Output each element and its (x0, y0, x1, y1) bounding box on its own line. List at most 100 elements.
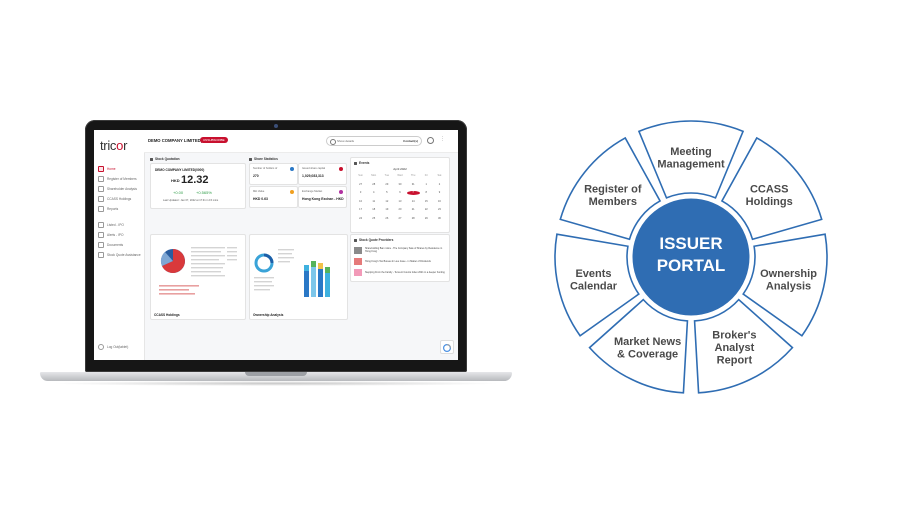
sidebar-item-label: Documents (107, 242, 124, 247)
wheel-segment[interactable]: Market News& Coverage (588, 298, 689, 394)
calendar-day[interactable]: 8 (425, 191, 427, 194)
ownership-card[interactable]: Ownership Analysis (249, 234, 348, 320)
nav-item-icon (98, 231, 104, 238)
calendar-day[interactable]: 2 (438, 182, 441, 186)
calendar-day[interactable]: 1 (425, 182, 427, 186)
ownership-label: Ownership Analysis (253, 313, 284, 317)
sidebar-item[interactable]: Register of Members (98, 174, 142, 183)
sidebar-item[interactable]: Documents (98, 240, 142, 249)
pie-chart (160, 249, 185, 273)
search-category-select[interactable]: Contact(s) (403, 139, 418, 143)
sidebar-item[interactable]: Home (98, 164, 142, 173)
news-item[interactable]: Hong Kong's Tax Bureau In Lieu Issue - i… (354, 256, 446, 266)
search-icon (330, 138, 336, 145)
search-input[interactable]: Show details Contact(s) (326, 136, 422, 146)
calendar-day[interactable]: 28 (372, 182, 376, 186)
calendar-day[interactable]: 24 (359, 216, 363, 220)
sidebar-item[interactable]: Alerts - IPO (98, 230, 142, 239)
calendar-day[interactable]: 3 (359, 191, 362, 194)
calendar-day[interactable]: 27 (398, 216, 402, 220)
sidebar-item[interactable]: Listed - IPO (98, 220, 142, 229)
holder-table (191, 247, 237, 277)
sidebar-item[interactable]: Reports (98, 204, 142, 213)
laptop-base (40, 372, 512, 381)
calendar-day[interactable]: 30 (437, 216, 441, 220)
calendar-weekday: Sun (358, 174, 363, 177)
calendar-day[interactable]: 30 (398, 182, 402, 186)
calendar-day[interactable]: 20 (398, 208, 402, 211)
calendar-day[interactable]: 22 (424, 208, 428, 211)
news-icon (354, 238, 357, 242)
quote-change: +0.00 (173, 190, 184, 195)
calendar-day[interactable]: 6 (399, 191, 401, 194)
calendar-day[interactable]: 11 (372, 199, 376, 203)
news-thumbnail (354, 268, 362, 276)
stat-value: 1,029,083,313 (302, 174, 324, 178)
donut-chart (254, 253, 274, 273)
wheel-segment-label: Holdings (746, 196, 793, 208)
calendar-day[interactable]: 28 (411, 216, 415, 220)
share-stats-title: Share Statistics (249, 157, 278, 161)
calendar-day[interactable]: 29 (424, 216, 428, 220)
calendar-day[interactable]: 14 (411, 199, 415, 203)
ccass-card[interactable]: CCASS Holdings (150, 234, 246, 320)
calendar-icon (354, 161, 357, 165)
wheel-segment-label: Calendar (570, 281, 618, 293)
calendar-day[interactable]: 13 (398, 199, 402, 203)
recaptcha-badge[interactable] (440, 340, 454, 354)
wheel-segment-label: Analysis (766, 281, 811, 293)
more-menu-icon[interactable]: ⋮ (440, 136, 445, 142)
wheel-segment-label: Analyst (715, 342, 755, 354)
calendar-day[interactable]: 12 (385, 199, 389, 203)
calendar-day[interactable]: 26 (385, 216, 389, 220)
calendar-day[interactable]: 9 (438, 191, 441, 194)
calendar-month: April 2022 (393, 167, 407, 171)
calendar-day[interactable]: 23 (437, 208, 441, 211)
wheel-segment-label: & Coverage (617, 348, 678, 360)
calendar-weekday: Wed (397, 174, 403, 177)
calendar-day[interactable]: 5 (386, 191, 388, 194)
stacked-bar-chart (304, 261, 330, 297)
status-badge[interactable]: UNSUBSCRIBE (200, 137, 228, 143)
calendar-day[interactable]: 29 (385, 182, 389, 186)
search-placeholder: Show details (337, 139, 355, 143)
sidebar-item[interactable]: Shareholder Analysis (98, 184, 142, 193)
calendar-day[interactable]: 4 (372, 191, 375, 194)
calendar-day[interactable]: 10 (359, 199, 363, 203)
calendar-day[interactable]: 16 (437, 199, 441, 203)
sidebar-item[interactable]: Stock Quote Assistance (98, 250, 142, 259)
wheel-segment-label: Market News (614, 336, 681, 348)
calendar-day[interactable]: 19 (385, 208, 389, 211)
logout-button[interactable]: Log Out(tablet) (98, 344, 128, 350)
calendar-day[interactable]: 27 (359, 182, 363, 186)
calendar-day[interactable]: 17 (359, 208, 363, 211)
tricor-logo[interactable]: tricor (100, 138, 128, 153)
calendar-day[interactable]: 15 (424, 199, 428, 203)
stat-icon (339, 190, 343, 194)
stock-quote-icon (150, 157, 153, 161)
sidebar-item[interactable]: CCASS Holdings (98, 194, 142, 203)
wheel-segment-shape (693, 298, 794, 394)
calendar-day[interactable]: 21 (411, 208, 415, 211)
calendar-day[interactable]: 18 (372, 208, 376, 211)
news-item[interactable]: Stepping From the Family - Tencent Count… (354, 267, 446, 277)
stat-value: 270 (253, 174, 259, 178)
stat-icon (339, 167, 343, 171)
news-item[interactable]: Shareholding Ban notice - The Company Sa… (354, 245, 446, 255)
calendar-day[interactable]: 7 (406, 191, 420, 195)
calendar-day[interactable]: 31 (411, 182, 415, 186)
calendar-day[interactable]: 25 (372, 216, 376, 220)
news-card: Stock Quote Providers Shareholding Ban n… (350, 234, 450, 282)
hub-circle[interactable] (629, 195, 753, 319)
hub-label-line1: ISSUER (659, 234, 722, 253)
gear-icon[interactable] (427, 137, 434, 144)
